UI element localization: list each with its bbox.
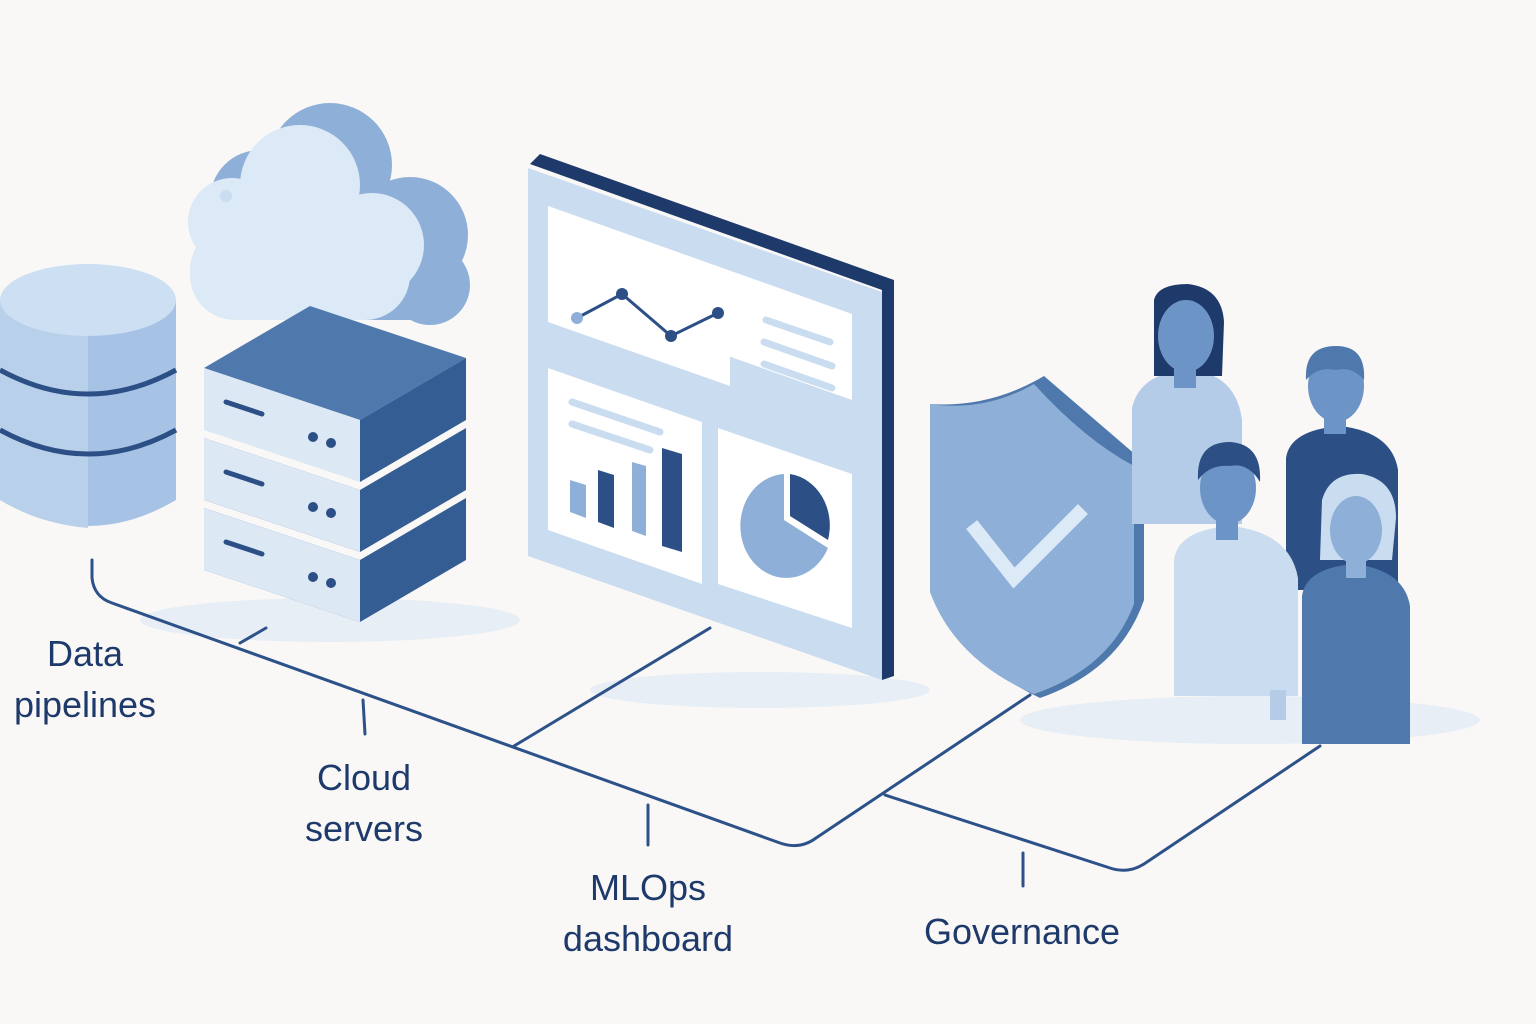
label-line: Data — [47, 633, 124, 674]
connector-lines — [90, 558, 1322, 888]
label-governance: Governance — [924, 911, 1120, 952]
floor-shadow — [590, 672, 930, 708]
dashboard-monitor-icon — [528, 154, 894, 680]
people-group-icon — [1132, 284, 1410, 744]
person-icon — [1174, 442, 1298, 720]
label-line: Cloud — [317, 757, 411, 798]
text-placeholder-lines — [760, 316, 836, 414]
floor-shadow — [1020, 696, 1480, 744]
label-cloud-servers: Cloud servers — [305, 757, 423, 849]
bar-chart-icon — [570, 448, 682, 552]
label-data-pipelines: Data pipelines — [14, 633, 156, 725]
label-line: servers — [305, 808, 423, 849]
server-stack-icon — [204, 306, 466, 622]
floor-shadow — [140, 598, 520, 642]
person-icon — [1302, 473, 1410, 744]
server-unit — [204, 428, 466, 552]
label-line: dashboard — [563, 918, 733, 959]
label-line: pipelines — [14, 684, 156, 725]
line-chart-icon — [571, 288, 724, 342]
label-line: MLOps — [590, 867, 706, 908]
server-unit — [204, 306, 466, 482]
cloud-icon — [188, 103, 470, 325]
label-line: Governance — [924, 911, 1120, 952]
shield-check-icon — [930, 376, 1144, 698]
database-icon — [0, 264, 178, 528]
pie-chart-icon — [740, 474, 830, 578]
label-mlops-dashboard: MLOps dashboard — [563, 867, 733, 959]
server-unit — [204, 498, 466, 622]
